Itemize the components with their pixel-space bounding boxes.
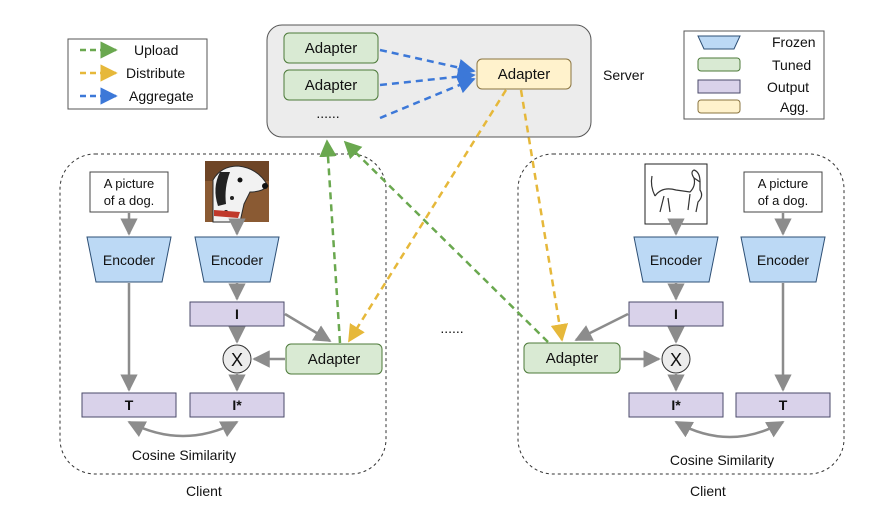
left-similarity-arrow — [127, 420, 239, 438]
left-text-feature — [81, 392, 177, 418]
right-text-input-line-2: of a dog. — [758, 193, 809, 208]
left-text-encoder-label: Encoder — [103, 252, 155, 268]
left-client-label: Client — [186, 483, 222, 499]
right-text-encoder-label: Encoder — [757, 252, 809, 268]
right-multiply-node — [661, 344, 691, 374]
right-text-input-box — [743, 171, 823, 213]
left-adapted-feature — [189, 392, 285, 418]
left-adapted-feature-label: I* — [232, 397, 242, 413]
right-i-to-adapter-arrow — [574, 312, 629, 342]
left-text-input-line-1: A picture — [104, 176, 155, 191]
tuned-legend-label: Tuned — [772, 57, 811, 73]
dog-photo-icon — [205, 161, 269, 223]
right-adapted-feature — [628, 392, 724, 418]
aggregate-arrow-3 — [379, 76, 476, 120]
right-adapter — [523, 342, 621, 374]
server: Server Adapter Adapter ...... Adapter — [266, 24, 645, 138]
arrow-legend: Upload Distribute Aggregate — [67, 38, 208, 110]
right-image-encoder-label: Encoder — [650, 252, 702, 268]
frozen-legend-label: Frozen — [772, 34, 816, 50]
right-adapter-label: Adapter — [546, 350, 599, 367]
left-similarity-label: Cosine Similarity — [132, 447, 236, 463]
server-adapter-2-label: Adapter — [305, 77, 358, 94]
agg-legend-label: Agg. — [780, 99, 809, 115]
right-text-input-line-1: A picture — [758, 176, 809, 191]
right-distribute-arrow — [519, 89, 569, 342]
upload-legend-label: Upload — [134, 42, 178, 58]
server-adapter-1-label: Adapter — [305, 40, 358, 57]
frozen-legend-swatch — [697, 35, 741, 50]
right-text-encoder — [740, 236, 826, 283]
left-image-encoder-label: Encoder — [211, 252, 263, 268]
tuned-legend-swatch — [697, 57, 741, 72]
right-similarity-arrow — [674, 420, 785, 439]
server-ellipsis: ...... — [316, 105, 339, 121]
aggregated-adapter-label: Adapter — [498, 66, 551, 83]
server-adapter-1 — [283, 32, 379, 64]
right-adapted-feature-label: I* — [671, 397, 681, 413]
left-text-input-box — [89, 171, 169, 213]
left-client: Client A picture of a dog. Encoder Encod… — [59, 153, 387, 499]
distribute-legend-label: Distribute — [126, 65, 185, 81]
left-adapter-label: Adapter — [308, 351, 361, 368]
left-image-feature — [189, 301, 285, 327]
right-text-feature — [735, 392, 831, 418]
aggregated-adapter — [476, 58, 572, 90]
right-image-feature — [628, 301, 724, 327]
left-upload-arrow — [319, 139, 342, 344]
left-image-feature-label: I — [235, 306, 239, 322]
left-i-to-adapter-arrow — [284, 312, 332, 343]
right-client: Client A picture of a dog. Encoder Encod… — [517, 153, 845, 499]
dog-sketch-icon — [644, 163, 708, 225]
output-legend-swatch — [697, 79, 741, 94]
left-multiply-label: X — [231, 350, 243, 370]
right-multiply-label: X — [670, 350, 682, 370]
left-distribute-arrow — [347, 89, 508, 343]
right-similarity-label: Cosine Similarity — [670, 452, 774, 468]
aggregate-arrow-2 — [379, 67, 476, 87]
right-text-feature-label: T — [779, 397, 788, 413]
aggregate-legend-label: Aggregate — [129, 88, 194, 104]
server-label: Server — [603, 67, 645, 83]
right-client-label: Client — [690, 483, 726, 499]
left-adapter — [285, 343, 383, 375]
box-legend: Frozen Tuned Output Agg. — [683, 30, 825, 120]
agg-legend-swatch — [697, 99, 741, 114]
server-adapter-2 — [283, 69, 379, 101]
right-image-encoder — [633, 236, 719, 283]
left-multiply-node — [222, 344, 252, 374]
left-text-input-line-2: of a dog. — [104, 193, 155, 208]
left-text-feature-label: T — [125, 397, 134, 413]
left-client-frame — [59, 153, 387, 475]
output-legend-label: Output — [767, 79, 809, 95]
left-image-encoder — [194, 236, 280, 283]
clients-gap-ellipsis: ...... — [440, 320, 463, 336]
left-text-encoder — [86, 236, 172, 283]
right-image-feature-label: I — [674, 306, 678, 322]
aggregate-arrow-1 — [379, 48, 476, 77]
